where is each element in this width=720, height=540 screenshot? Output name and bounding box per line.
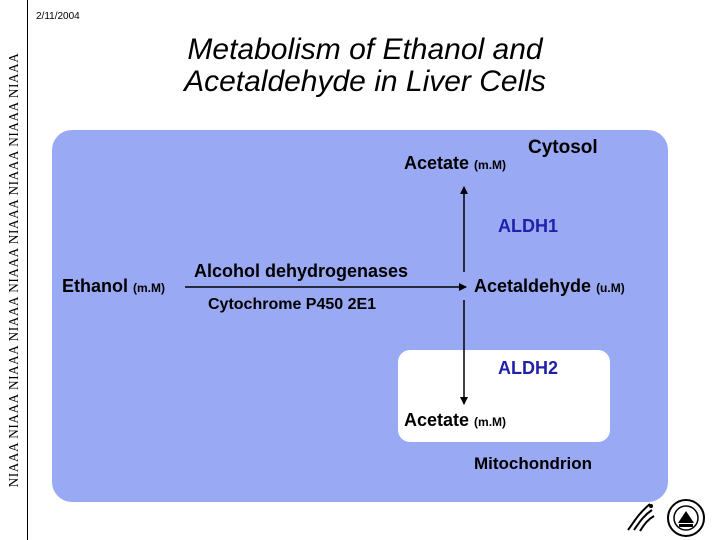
- acetate-mito-name: Acetate: [404, 410, 470, 430]
- acetate-cytosol-name: Acetate: [404, 153, 470, 173]
- slide-date: 2/11/2004: [36, 11, 80, 22]
- mitochondrion-region: [398, 350, 610, 442]
- cytosol-label: Cytosol: [528, 137, 598, 158]
- acetaldehyde-unit: (u.M): [596, 281, 625, 295]
- title-line-2: Acetaldehyde in Liver Cells: [184, 65, 546, 98]
- enzyme-aldh1: ALDH1: [498, 216, 559, 236]
- slide-title: Metabolism of Ethanol and Acetaldehyde i…: [140, 34, 590, 98]
- ethanol-label: Ethanol (m.M): [62, 276, 165, 297]
- acetaldehyde-label: Acetaldehyde (u.M): [474, 276, 625, 297]
- acetaldehyde-name: Acetaldehyde: [474, 276, 592, 296]
- enzyme-alcohol-dehydrogenases: Alcohol dehydrogenases: [194, 261, 409, 281]
- acetate-cytosol-unit: (m.M): [474, 158, 507, 172]
- enzyme-cytochrome-p450: Cytochrome P450 2E1: [208, 296, 377, 313]
- nih-seal-icon: [667, 499, 705, 537]
- title-line-1: Metabolism of Ethanol and: [187, 33, 543, 66]
- enzyme-aldh2: ALDH2: [498, 358, 559, 378]
- sidebar-strip: NIAAA NIAAA NIAAA NIAAA NIAAA NIAAA NIAA…: [0, 0, 28, 540]
- acetate-mito: Acetate (m.M): [404, 410, 506, 431]
- ethanol-unit: (m.M): [133, 281, 166, 295]
- mitochondrion-label: Mitochondrion: [474, 454, 593, 473]
- acetate-mito-unit: (m.M): [474, 415, 507, 429]
- ethanol-name: Ethanol: [62, 276, 128, 296]
- acetate-cytosol: Acetate (m.M): [404, 153, 506, 174]
- hhs-eagle-icon: [627, 503, 655, 532]
